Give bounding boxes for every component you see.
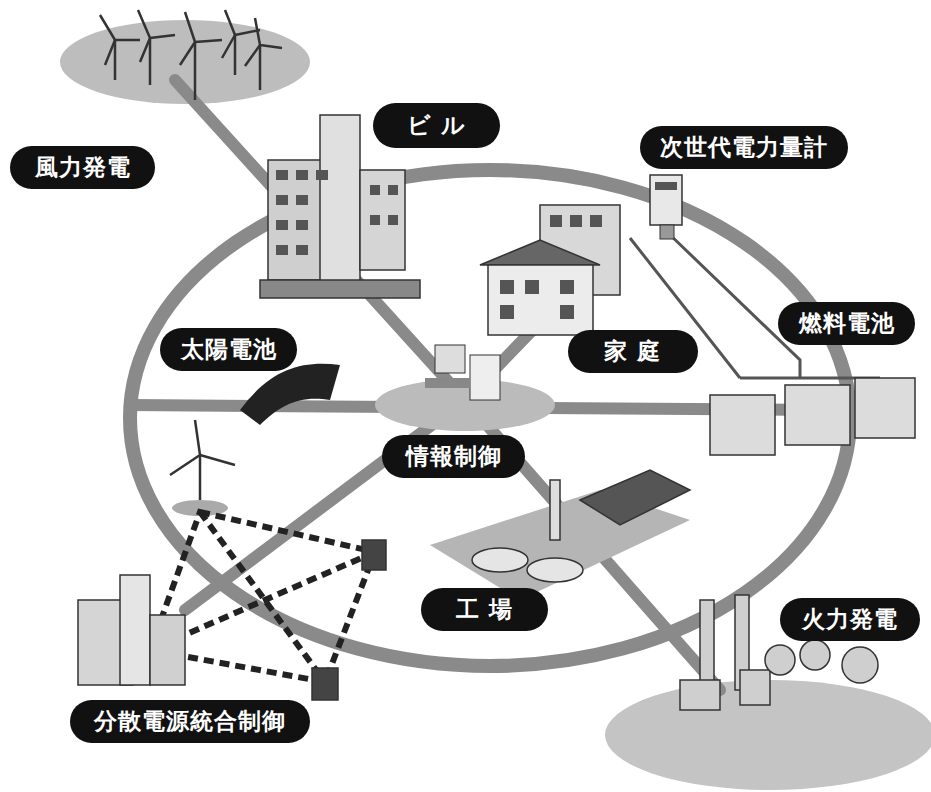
pill-text: 燃料電池 xyxy=(799,308,895,339)
pill-text: 分散電源統合制御 xyxy=(94,706,286,737)
label-pill: 風力発電 xyxy=(10,146,155,189)
label-pill: 分散電源統合制御 xyxy=(70,700,310,743)
label-pill: ビ ル xyxy=(373,103,500,148)
label-pill: 情報制御 xyxy=(382,435,525,478)
pill-text: 情報制御 xyxy=(406,441,502,472)
label-pill: 家 庭 xyxy=(568,330,698,373)
pill-text: 次世代電力量計 xyxy=(660,132,828,163)
pill-text: 風力発電 xyxy=(35,152,131,183)
label-pill: 太陽電池 xyxy=(160,328,297,371)
label-pill: 火力発電 xyxy=(780,598,920,641)
pill-text: ビ ル xyxy=(407,110,466,141)
label-pill: 工 場 xyxy=(421,588,548,631)
label-pill: 燃料電池 xyxy=(778,302,915,345)
pill-text: 家 庭 xyxy=(604,336,661,367)
label-pill: 次世代電力量計 xyxy=(640,126,848,169)
pill-text: 太陽電池 xyxy=(181,334,277,365)
pill-text: 工 場 xyxy=(456,594,513,625)
pill-text: 火力発電 xyxy=(802,604,898,635)
